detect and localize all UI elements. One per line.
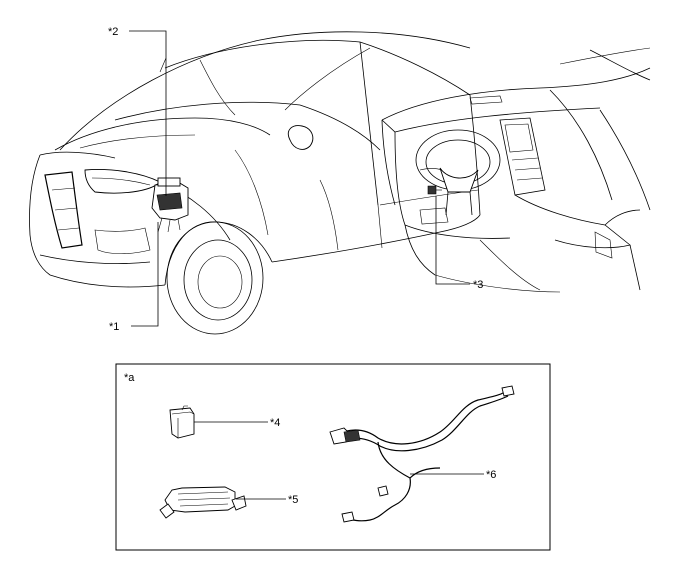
part-ecu-5 (159, 486, 286, 519)
callout-label-5: *5 (288, 494, 298, 506)
callout-label-3: *3 (473, 279, 483, 291)
callout-label-1: *1 (109, 321, 119, 333)
vehicle-interior-illustration (381, 47, 651, 293)
engine-bay-component (151, 177, 189, 233)
callout-label-2: *2 (108, 26, 118, 38)
parts-legend-box: *a *4 *5 (115, 363, 551, 551)
part-module-4 (169, 405, 268, 439)
leader-line-3 (435, 196, 470, 285)
callout-label-6: *6 (486, 469, 496, 481)
callout-label-a: *a (124, 372, 135, 384)
part-wire-harness-6 (329, 385, 515, 523)
vehicle-exterior-illustration (29, 31, 481, 335)
callout-label-4: *4 (270, 417, 280, 429)
leader-lines-top-left (129, 30, 167, 327)
